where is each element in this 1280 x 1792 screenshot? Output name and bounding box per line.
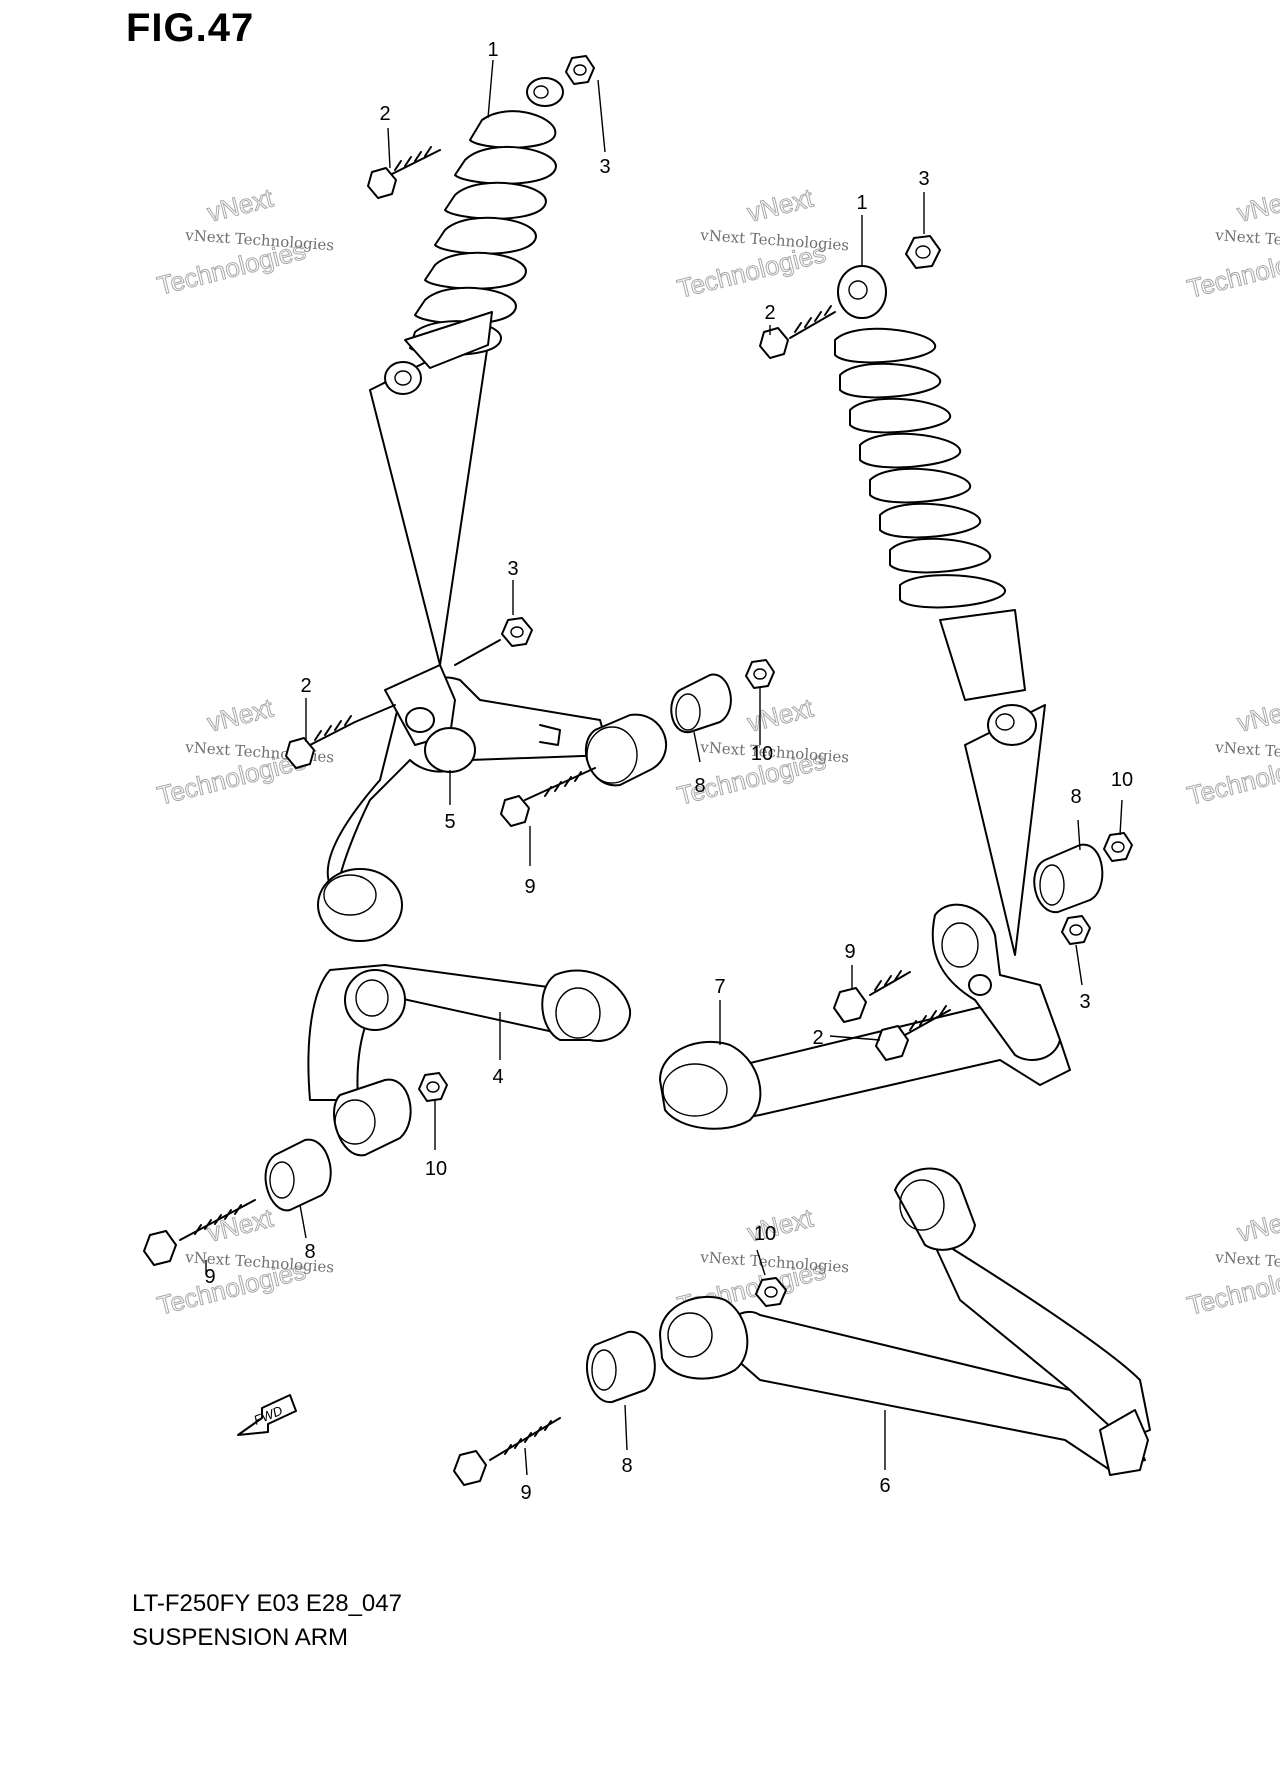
callout-numbers: 1 2 3 1 3 2 3 2 5 10 8 9 8 10 9 3 2 7 4 … bbox=[204, 39, 1133, 1504]
callout-5: 5 bbox=[444, 811, 455, 833]
nut-3-upper bbox=[565, 55, 595, 85]
watermark-vnext: vNext bbox=[1234, 692, 1280, 737]
callout-2: 2 bbox=[379, 103, 390, 125]
nut-10-right bbox=[1103, 832, 1133, 862]
bushing-8-left-lower bbox=[264, 1138, 332, 1212]
callout-9: 9 bbox=[520, 1482, 531, 1504]
watermark-left-top: vNext Technologies vNext Technologies bbox=[154, 182, 335, 301]
watermark-vnext: vNext bbox=[1234, 1202, 1280, 1247]
model-code-caption: LT-F250FY E03 E28_047 bbox=[132, 1590, 402, 1617]
watermark-right-mid: vNext Technologies vNext Technologies bbox=[1184, 692, 1280, 811]
callout-8: 8 bbox=[1070, 786, 1081, 808]
callout-3: 3 bbox=[918, 168, 929, 190]
arm-pivot-tube bbox=[585, 713, 668, 787]
bolt-9-right bbox=[833, 970, 911, 1023]
shock-bottom-eye bbox=[384, 361, 422, 395]
nut-3-middle-left bbox=[454, 617, 533, 666]
bolt-9-middle bbox=[500, 767, 596, 827]
callout-10: 10 bbox=[425, 1158, 447, 1180]
callout-10: 10 bbox=[1111, 769, 1133, 791]
nut-3-right-lower bbox=[1061, 915, 1091, 945]
watermark-vnext: vNext bbox=[744, 182, 816, 227]
callout-9: 9 bbox=[844, 941, 855, 963]
arm-mount-bracket bbox=[931, 903, 1061, 1061]
watermark-vnext: vNext bbox=[204, 692, 276, 737]
bolt-9-lower bbox=[453, 1417, 561, 1486]
nut-10-upper bbox=[745, 659, 775, 689]
callout-3: 3 bbox=[1079, 991, 1090, 1013]
watermark-text: vNext Technologies bbox=[1214, 226, 1280, 254]
callout-8: 8 bbox=[621, 1455, 632, 1477]
shock-absorber-left bbox=[369, 77, 564, 666]
watermark-right-top: vNext Technologies vNext Technologies bbox=[1184, 182, 1280, 304]
arm-pivot-tube bbox=[894, 1167, 976, 1251]
arm-mount-bracket bbox=[384, 664, 456, 746]
bushing-8-lower bbox=[586, 1330, 656, 1404]
callout-10: 10 bbox=[751, 743, 773, 765]
nut-10-lower bbox=[755, 1277, 787, 1307]
shock-top-eye bbox=[837, 265, 887, 319]
callout-9: 9 bbox=[524, 876, 535, 898]
watermark-vnext: vNext bbox=[204, 182, 276, 227]
callout-3: 3 bbox=[599, 156, 610, 178]
watermark-vnext: vNext bbox=[1234, 182, 1280, 227]
bushing-8-upper bbox=[670, 673, 732, 734]
callout-1: 1 bbox=[487, 39, 498, 61]
shock-body bbox=[404, 311, 493, 369]
callout-8: 8 bbox=[694, 775, 705, 797]
watermark-mid-top: vNext Technologies vNext Technologies bbox=[674, 182, 850, 304]
section-name-caption: SUSPENSION ARM bbox=[132, 1624, 349, 1651]
callout-4: 4 bbox=[492, 1066, 503, 1088]
forward-direction-arrow: FWD bbox=[237, 1394, 297, 1436]
bolt-2-upper-left bbox=[367, 146, 441, 199]
nut-10-left-lower bbox=[418, 1072, 448, 1102]
callout-9: 9 bbox=[204, 1266, 215, 1288]
bolt-2-right bbox=[875, 1005, 951, 1061]
lower-arm-6 bbox=[659, 1167, 1151, 1476]
arm-bushing-end bbox=[659, 1040, 762, 1130]
callout-2: 2 bbox=[812, 1027, 823, 1049]
arm-bushing-end bbox=[333, 1078, 412, 1157]
shock-absorber-right bbox=[834, 265, 1046, 956]
shock-top-eye bbox=[526, 77, 564, 107]
watermark-right-bottom: vNext Technologies vNext Technologies bbox=[1184, 1202, 1280, 1321]
leader-lines bbox=[205, 59, 1123, 1476]
callout-2: 2 bbox=[764, 302, 775, 324]
callout-7: 7 bbox=[714, 976, 725, 998]
shock-bottom-eye bbox=[987, 704, 1037, 746]
callout-6: 6 bbox=[879, 1475, 890, 1497]
lower-arm-4 bbox=[307, 964, 632, 1157]
arm-bushing-end bbox=[659, 1295, 749, 1380]
callout-2: 2 bbox=[300, 675, 311, 697]
watermark-vnext: vNext bbox=[204, 1202, 276, 1247]
arm-bushing-end bbox=[317, 868, 403, 942]
bolt-9-left-lower bbox=[143, 1199, 256, 1266]
figure-title: FIG.47 bbox=[126, 6, 255, 50]
bolt-2-middle-left bbox=[285, 704, 396, 769]
callout-1: 1 bbox=[856, 192, 867, 214]
bushing-8-right bbox=[1033, 843, 1104, 914]
arm-pivot-tube bbox=[541, 969, 632, 1042]
nut-3-upper-right bbox=[905, 235, 941, 269]
shock-body bbox=[939, 609, 1026, 701]
ball-joint bbox=[1099, 1409, 1149, 1476]
upper-arm-5 bbox=[317, 664, 668, 942]
callout-10: 10 bbox=[754, 1223, 776, 1245]
callout-8: 8 bbox=[304, 1241, 315, 1263]
bolt-2-upper-right bbox=[759, 305, 836, 359]
watermark-technologies: Technologies bbox=[1184, 238, 1280, 304]
callout-3: 3 bbox=[507, 558, 518, 580]
watermark-vnext: vNext bbox=[744, 692, 816, 737]
upper-arm-7 bbox=[659, 903, 1071, 1130]
coil-spring-right bbox=[834, 327, 1006, 609]
